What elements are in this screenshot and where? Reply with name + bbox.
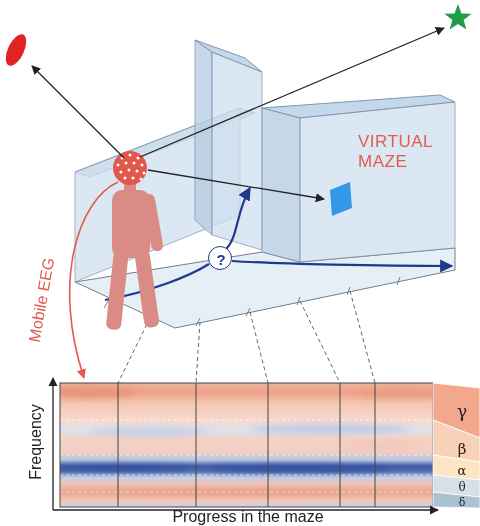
spectral-patch	[250, 424, 410, 434]
gaze-arrow	[32, 66, 124, 158]
spectral-patch	[210, 466, 390, 473]
eeg-electrode	[132, 177, 135, 180]
band-name: β	[458, 442, 467, 457]
gaze-arrow	[148, 170, 324, 199]
maze-pillar-front	[212, 52, 262, 250]
axis-title: Frequency	[28, 404, 44, 480]
spectral-patch	[60, 465, 190, 471]
leader-line	[300, 301, 340, 383]
landmark-ellipse	[2, 31, 31, 69]
eeg-electrode	[117, 164, 120, 167]
recording-label: Mobile EEG	[27, 257, 58, 344]
spectral-patch	[360, 389, 433, 399]
y-axis-arrow	[52, 378, 53, 510]
decision-circle: ?	[208, 246, 232, 270]
leader-line	[350, 291, 375, 383]
eeg-electrode	[140, 178, 143, 181]
segment-line	[196, 383, 197, 507]
eeg-electrode	[128, 169, 131, 172]
person-leg	[134, 249, 160, 328]
axis-title: Progress in the maze	[172, 509, 323, 525]
maze-floor	[75, 248, 455, 328]
floor-tick	[347, 287, 350, 295]
person-figure	[106, 151, 164, 330]
band-gridline	[60, 492, 433, 493]
band-gridline	[60, 475, 433, 476]
eeg-electrode	[124, 177, 127, 180]
maze-wall	[300, 102, 455, 262]
eeg-electrode	[129, 154, 132, 157]
visual-cue-square	[330, 182, 352, 216]
navigation-path	[105, 188, 452, 300]
band-name: α	[458, 464, 467, 477]
maze-title: VIRTUAL MAZE	[358, 132, 453, 172]
maze-pillar-side	[195, 40, 212, 235]
band-gridline	[60, 455, 433, 456]
maze-wall-side	[262, 108, 300, 262]
band-name: γ	[457, 403, 467, 420]
band-gridlines	[60, 420, 433, 492]
leader-line	[118, 318, 150, 383]
spectral-patch	[60, 386, 135, 398]
band-name: θ	[458, 481, 465, 493]
band-name: δ	[459, 497, 466, 508]
landmark-star	[445, 4, 472, 30]
spectrogram-base	[60, 383, 433, 507]
virtual-maze	[75, 40, 455, 328]
gaze-arrows	[32, 28, 444, 199]
segment-line	[375, 383, 376, 507]
floor-tick	[246, 308, 250, 316]
eeg-cap-electrodes	[117, 154, 146, 181]
eeg-arrow	[70, 182, 118, 378]
decision-mark: ?	[216, 252, 225, 267]
floor-tick	[397, 277, 400, 285]
eeg-electrode	[136, 170, 139, 173]
band-shape	[433, 492, 480, 508]
segment-line	[268, 383, 269, 507]
segment-line	[118, 383, 119, 507]
path-branch	[232, 261, 452, 266]
spectral-patch	[90, 428, 210, 436]
eeg-electrode	[141, 164, 144, 167]
person-arm	[142, 193, 164, 252]
eeg-electrode	[125, 162, 128, 165]
eeg-electrode	[137, 157, 140, 160]
eeg-electrode	[143, 172, 146, 175]
spectral-patch	[340, 441, 420, 449]
path-branch	[226, 188, 250, 249]
segment-line	[340, 383, 341, 507]
leader-line	[196, 322, 200, 383]
spectrogram-texture	[60, 386, 433, 495]
segment-lines	[118, 383, 375, 507]
person-leg	[106, 249, 129, 330]
frequency-band: δ	[433, 492, 480, 508]
floor-tick	[297, 297, 300, 305]
maze-pillar-top	[195, 40, 262, 72]
eeg-electrode	[133, 162, 136, 165]
spectrogram	[45, 383, 440, 507]
band-fill	[433, 492, 480, 508]
band-gridline	[60, 420, 433, 421]
spectrogram-frame	[60, 383, 433, 507]
eeg-electrode	[120, 171, 123, 174]
leader-line	[250, 312, 268, 383]
